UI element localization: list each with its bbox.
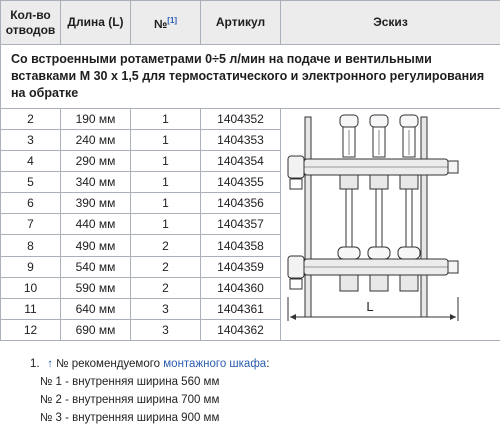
cell-article: 1404353 [200, 129, 281, 152]
footnote-1: 1. ↑ № рекомендуемого монтажного шкафа: [30, 355, 269, 373]
cabinet-note-2: № 2 - внутренняя ширина 700 мм [40, 394, 220, 406]
header-article: Артикул [200, 0, 281, 45]
cell-outlets: 11 [0, 297, 61, 320]
header-sketch: Эскиз [280, 0, 500, 45]
cell-outlets: 12 [0, 318, 61, 342]
footnote-index: 1. [30, 358, 40, 370]
cell-number: 1 [130, 150, 201, 173]
cell-length: 390 мм [60, 192, 131, 215]
cell-article: 1404361 [200, 297, 281, 320]
cell-article: 1404359 [200, 255, 281, 278]
cell-article: 1404355 [200, 171, 281, 194]
intro-text: Со встроенными ротаметрами 0÷5 л/мин на … [0, 44, 500, 109]
manifold-table: Кол-во отводов Длина (L) №[1] Артикул Эс… [0, 0, 500, 342]
cabinet-link[interactable]: монтажного шкафа [163, 358, 267, 370]
cell-article: 1404357 [200, 213, 281, 236]
header-outlets: Кол-во отводов [0, 0, 61, 45]
cell-length: 640 мм [60, 297, 131, 320]
cell-length: 190 мм [60, 107, 131, 131]
cell-number: 1 [130, 129, 201, 152]
footnote-ref-link[interactable]: [1] [167, 16, 178, 25]
header-number: №[1] [130, 0, 201, 45]
cell-outlets: 8 [0, 234, 61, 257]
sketch-cell: L [280, 108, 500, 341]
cell-number: 2 [130, 255, 201, 278]
cell-article: 1404356 [200, 192, 281, 215]
cell-length: 690 мм [60, 318, 131, 342]
cell-outlets: 3 [0, 129, 61, 152]
cell-number: 2 [130, 276, 201, 299]
cell-length: 490 мм [60, 234, 131, 257]
cell-length: 340 мм [60, 171, 131, 194]
cell-outlets: 4 [0, 150, 61, 173]
dimension-l-label: L [366, 299, 373, 314]
cell-outlets: 2 [0, 107, 61, 131]
cell-outlets: 6 [0, 192, 61, 215]
cell-number: 3 [130, 297, 201, 320]
cabinet-note-3: № 3 - внутренняя ширина 900 мм [40, 412, 220, 424]
cell-number: 1 [130, 213, 201, 236]
cell-number: 1 [130, 192, 201, 215]
cell-outlets: 5 [0, 171, 61, 194]
footnote-backlink[interactable]: ↑ [47, 358, 53, 370]
intro-row: Со встроенными ротаметрами 0÷5 л/мин на … [0, 44, 500, 109]
cell-number: 1 [130, 107, 201, 131]
cell-number: 2 [130, 234, 201, 257]
cell-length: 590 мм [60, 276, 131, 299]
cell-outlets: 9 [0, 255, 61, 278]
cell-outlets: 10 [0, 276, 61, 299]
footnote-colon: : [266, 358, 270, 370]
header-row: Кол-во отводов Длина (L) №[1] Артикул Эс… [0, 0, 500, 45]
cell-number: 1 [130, 171, 201, 194]
cell-article: 1404352 [200, 107, 281, 131]
cell-outlets: 7 [0, 213, 61, 236]
cell-article: 1404358 [200, 234, 281, 257]
cell-article: 1404360 [200, 276, 281, 299]
header-length: Длина (L) [60, 0, 131, 45]
manifold-sketch: L [287, 114, 458, 321]
header-number-label: № [153, 17, 168, 31]
cell-length: 240 мм [60, 129, 131, 152]
cell-length: 540 мм [60, 255, 131, 278]
cell-article: 1404354 [200, 150, 281, 173]
cell-article: 1404362 [200, 318, 281, 342]
footnote-prefix: № рекомендуемого [56, 358, 161, 370]
cell-length: 290 мм [60, 150, 131, 173]
cabinet-note-1: № 1 - внутренняя ширина 560 мм [40, 376, 220, 388]
footnotes: 1. ↑ № рекомендуемого монтажного шкафа: … [30, 355, 269, 427]
cell-length: 440 мм [60, 213, 131, 236]
cell-number: 3 [130, 318, 201, 342]
